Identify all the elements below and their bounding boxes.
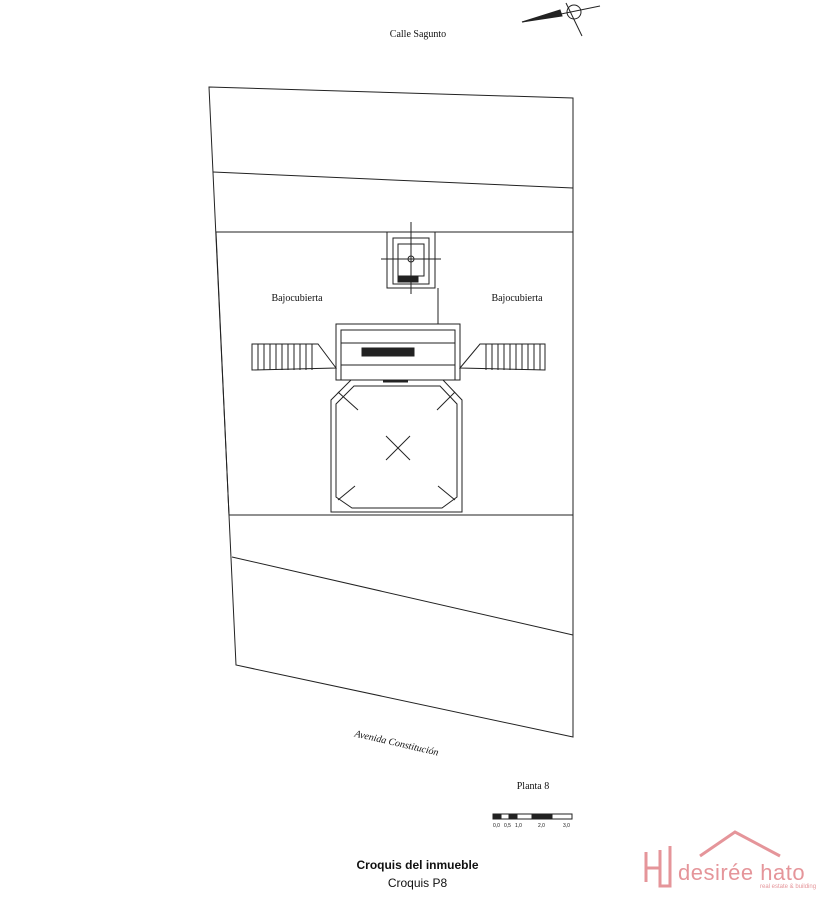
- central-light-well: [330, 379, 463, 513]
- room-label-left: Bajocubierta: [271, 293, 323, 304]
- street-label-top: Calle Sagunto: [390, 29, 446, 40]
- plan-level-label: Planta 8: [517, 781, 550, 792]
- brand-name: desirée hato: [678, 860, 806, 885]
- scale-tick-label: 3,0: [563, 823, 570, 829]
- parcel-outline: [208, 86, 574, 738]
- scale-tick-label: 0,0: [493, 823, 500, 829]
- left-stair: [251, 343, 337, 371]
- scale-tick-label: 0,5: [504, 823, 511, 829]
- footer-subtitle: Croquis P8: [387, 876, 448, 890]
- brand-tagline: real estate & building: [760, 884, 817, 890]
- scale-tick-label: 2,0: [538, 823, 545, 829]
- footer-title: Croquis del inmueble: [356, 858, 479, 872]
- room-label-right: Bajocubierta: [491, 293, 543, 304]
- elevator-shaft: [381, 222, 441, 294]
- scale-bar: [492, 813, 573, 820]
- right-stair: [458, 343, 546, 371]
- scale-tick-label: 1,0: [515, 823, 522, 829]
- stair-core: [335, 323, 461, 383]
- north-arrow-icon: [521, 2, 601, 37]
- brand-watermark: desirée hato real estate & building: [640, 826, 835, 896]
- house-logo-icon: [644, 830, 781, 888]
- street-label-bottom: Avenida Constitución: [353, 728, 440, 758]
